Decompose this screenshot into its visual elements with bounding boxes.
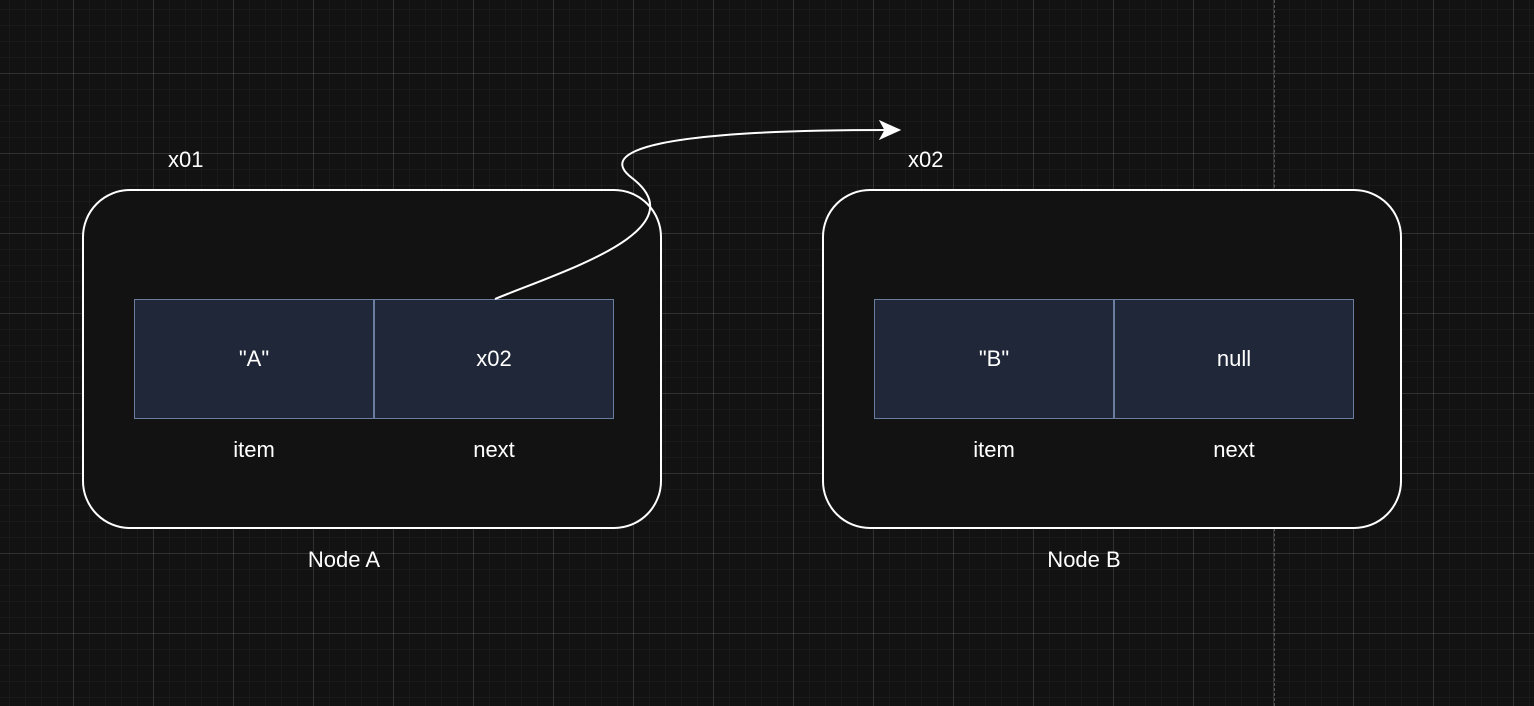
node-b-address: x02 — [908, 147, 944, 172]
node-a-title: Node A — [307, 547, 381, 572]
node-b-next-cell[interactable]: null — [1114, 299, 1354, 419]
node-a-next-label: next — [473, 437, 515, 462]
node-b-next-label: next — [1213, 437, 1255, 462]
node-a-item-label: item — [233, 437, 275, 462]
arrow-head-icon — [878, 119, 902, 141]
node-b-title: Node B — [1047, 547, 1121, 572]
node-a-item-cell[interactable]: "A" — [134, 299, 374, 419]
node-b-item-cell[interactable]: "B" — [874, 299, 1114, 419]
node-a-next-cell[interactable]: x02 — [374, 299, 614, 419]
node-a-address: x01 — [168, 147, 204, 172]
node-b-item-label: item — [973, 437, 1015, 462]
